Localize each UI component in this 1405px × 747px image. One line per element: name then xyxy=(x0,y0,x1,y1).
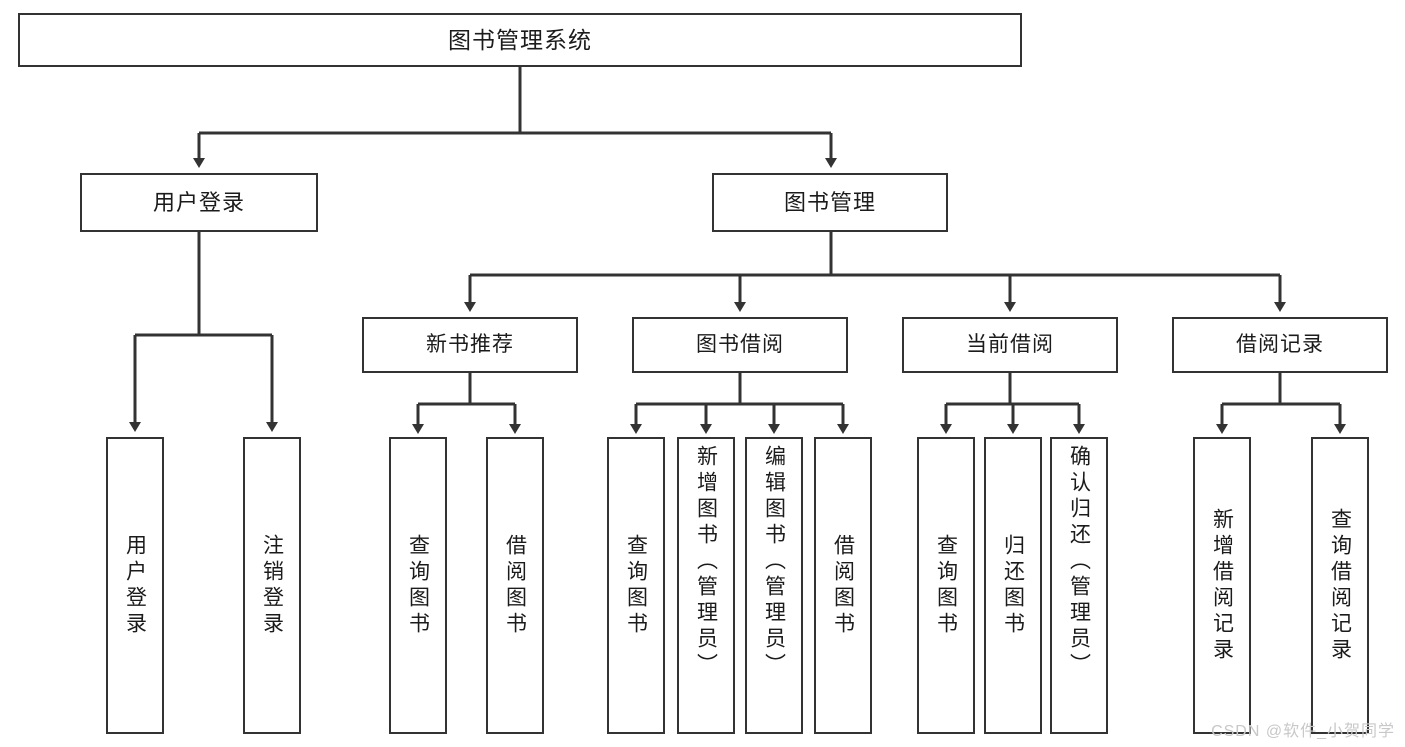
leaf-current-confirm-return-admin[interactable]: 确认归还（管理员） xyxy=(1050,437,1108,734)
node-book-borrow[interactable]: 图书借阅 xyxy=(632,317,848,373)
node-label: 查询图书 xyxy=(934,533,958,638)
node-new-book-recommend[interactable]: 新书推荐 xyxy=(362,317,578,373)
node-label: 查询图书 xyxy=(624,533,648,638)
node-label: 注销登录 xyxy=(260,533,284,638)
node-label: 用户登录 xyxy=(152,189,245,215)
node-label: 用户登录 xyxy=(123,533,147,638)
node-user-login[interactable]: 用户登录 xyxy=(80,173,318,232)
leaf-borrow-add-book-admin[interactable]: 新增图书（管理员） xyxy=(677,437,735,734)
node-label: 新增借阅记录 xyxy=(1210,507,1234,664)
node-label: 新增图书（管理员） xyxy=(694,445,718,679)
leaf-record-query-record[interactable]: 查询借阅记录 xyxy=(1311,437,1369,734)
node-current-borrow[interactable]: 当前借阅 xyxy=(902,317,1118,373)
node-label: 查询借阅记录 xyxy=(1328,507,1352,664)
leaf-borrow-query-book[interactable]: 查询图书 xyxy=(607,437,665,734)
node-label: 新书推荐 xyxy=(426,332,514,356)
node-label: 归还图书 xyxy=(1001,533,1025,638)
node-label: 图书管理系统 xyxy=(448,26,592,53)
leaf-user-login[interactable]: 用户登录 xyxy=(106,437,164,734)
node-label: 借阅图书 xyxy=(831,533,855,638)
leaf-user-logout[interactable]: 注销登录 xyxy=(243,437,301,734)
node-label: 借阅记录 xyxy=(1236,332,1324,356)
node-label: 编辑图书（管理员） xyxy=(762,445,786,679)
node-label: 查询图书 xyxy=(406,533,430,638)
leaf-record-add-record[interactable]: 新增借阅记录 xyxy=(1193,437,1251,734)
node-label: 图书管理 xyxy=(783,189,876,215)
node-label: 图书借阅 xyxy=(696,332,784,356)
node-label: 确认归还（管理员） xyxy=(1067,445,1091,679)
leaf-current-return-book[interactable]: 归还图书 xyxy=(984,437,1042,734)
leaf-borrow-edit-book-admin[interactable]: 编辑图书（管理员） xyxy=(745,437,803,734)
leaf-borrow-lend-book[interactable]: 借阅图书 xyxy=(814,437,872,734)
node-root-system[interactable]: 图书管理系统 xyxy=(18,13,1022,67)
leaf-current-query-book[interactable]: 查询图书 xyxy=(917,437,975,734)
leaf-newbook-borrow-book[interactable]: 借阅图书 xyxy=(486,437,544,734)
node-label: 当前借阅 xyxy=(966,332,1054,356)
leaf-newbook-query-book[interactable]: 查询图书 xyxy=(389,437,447,734)
node-borrow-record[interactable]: 借阅记录 xyxy=(1172,317,1388,373)
node-label: 借阅图书 xyxy=(503,533,527,638)
node-book-management[interactable]: 图书管理 xyxy=(712,173,948,232)
